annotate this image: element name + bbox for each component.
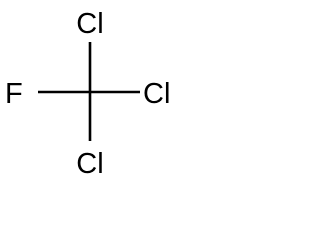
atom-label-top: Cl [76,8,103,40]
atom-label-right: Cl [143,78,170,110]
atom-label-bottom: Cl [76,148,103,180]
structural-formula: Cl Cl Cl F [5,8,170,180]
atom-label-left: F [5,78,23,110]
